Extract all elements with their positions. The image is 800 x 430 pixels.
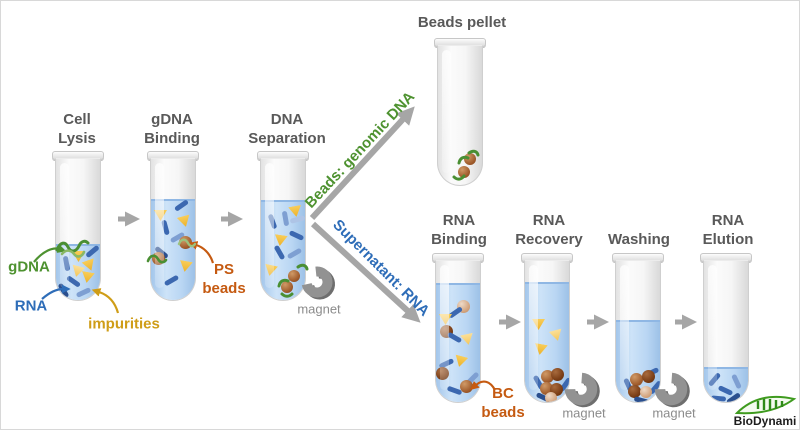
magnet-icon xyxy=(654,372,690,408)
step-label-rna-elution: RNA Elution xyxy=(702,212,754,248)
branch-label-beads: Beads: genomic DNA xyxy=(301,88,419,212)
bc-bead xyxy=(628,385,641,398)
magnet-icon xyxy=(301,266,335,300)
tube-body xyxy=(260,158,306,301)
ps-bead xyxy=(179,236,192,249)
tube-highlight xyxy=(155,163,164,288)
bc-beads-label: BC beads xyxy=(481,385,525,421)
step-label-gdna-binding: gDNA Binding xyxy=(144,111,200,147)
ps-bead xyxy=(458,166,470,178)
magnet-label: magnet xyxy=(652,405,696,421)
bc-bead xyxy=(541,370,554,383)
rna-label: RNA xyxy=(14,297,48,315)
impurities-arrow xyxy=(91,288,120,314)
tube-highlight xyxy=(442,50,451,173)
bc-bead xyxy=(551,368,564,381)
ps-bead xyxy=(281,281,293,293)
gdna-label: gDNA xyxy=(8,258,50,276)
tube-body xyxy=(524,260,570,403)
step-label-dna-separation: DNA Separation xyxy=(248,111,326,147)
tube-highlight xyxy=(60,163,69,288)
tube-highlight xyxy=(265,163,274,288)
bc-bead xyxy=(545,392,557,402)
tube-highlight xyxy=(708,265,717,390)
tube-body xyxy=(437,45,483,186)
bc-bead xyxy=(630,373,643,386)
bc-bead xyxy=(460,380,473,393)
impurities-label: impurities xyxy=(88,315,160,333)
step-label-cell-lysis: Cell Lysis xyxy=(58,111,96,147)
step-label-rna-recovery: RNA Recovery xyxy=(515,212,583,248)
tube-body xyxy=(703,260,749,403)
step-label-washing: Washing xyxy=(608,231,670,248)
step-label-rna-binding: RNA Binding xyxy=(431,212,487,248)
tube-body xyxy=(55,158,101,301)
bc-bead xyxy=(642,370,655,383)
ps-bead xyxy=(464,153,476,165)
magnet-label: magnet xyxy=(562,405,606,421)
tube-highlight xyxy=(620,265,629,390)
tube-body xyxy=(435,260,481,403)
bc-bead xyxy=(640,386,652,398)
tube-highlight xyxy=(529,265,538,390)
ps-beads-label: PS beads xyxy=(202,261,246,297)
impurity-triangle xyxy=(532,319,545,330)
tube-body xyxy=(615,260,661,403)
magnet-icon xyxy=(564,372,600,408)
bc-bead xyxy=(540,382,553,395)
magnet-label: magnet xyxy=(297,301,341,317)
logo-text: BioDynami xyxy=(733,414,797,428)
ps-bead xyxy=(288,270,300,282)
tube-body xyxy=(150,158,196,301)
branch-arrow-beads xyxy=(309,106,415,221)
branch-label-supernatant: Supernatant: RNA xyxy=(329,216,433,320)
step-label-beads-pellet: Beads pellet xyxy=(417,14,507,31)
tube-highlight xyxy=(440,265,449,390)
